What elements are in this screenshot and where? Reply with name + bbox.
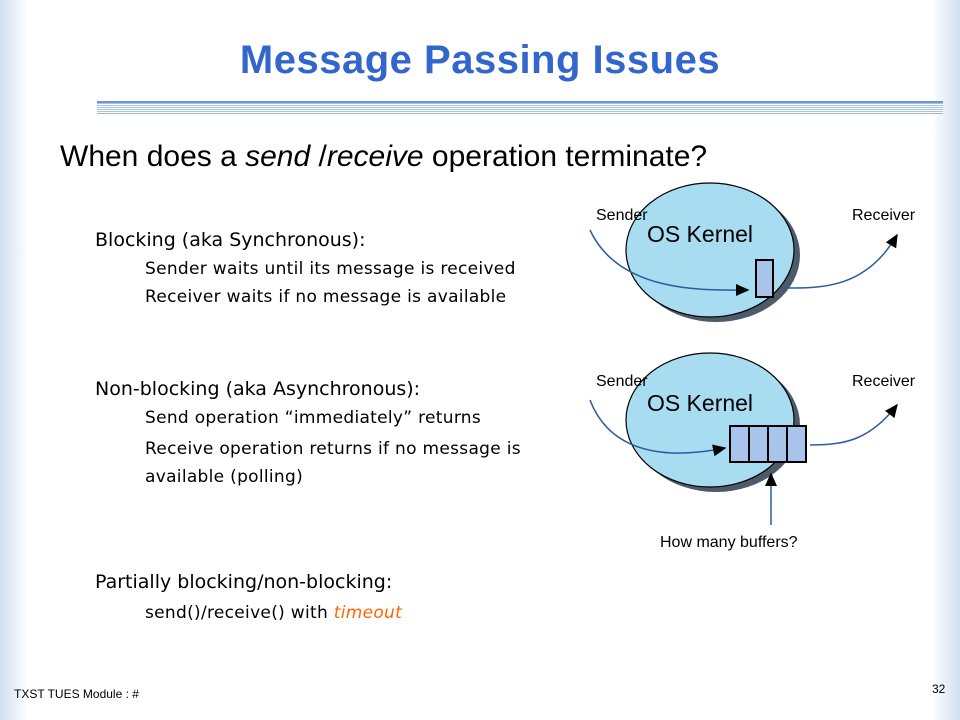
receiver-label: Receiver	[852, 373, 916, 390]
receiver-arrow	[809, 403, 898, 446]
footer-text: TXST TUES Module : #	[14, 687, 139, 701]
timeout-text: timeout	[333, 603, 403, 623]
buffers-question: How many buffers?	[660, 534, 798, 551]
slide-title: Message Passing Issues	[239, 38, 721, 82]
sender-arrow	[589, 399, 727, 457]
kernel-ellipse	[625, 352, 795, 488]
question-text: When does a send /receive operation term…	[60, 140, 707, 174]
title-underline	[97, 101, 943, 114]
diagram-nonblocking: OS Kernel Sender Receiver How many buffe…	[589, 352, 916, 551]
nonblocking-item-2: Receive operation returns if no message …	[145, 439, 521, 459]
sender-label: Sender	[596, 373, 648, 390]
blocking-heading: Blocking (aka Synchronous):	[95, 229, 366, 251]
buffer-queue	[729, 425, 807, 463]
partial-item: send()/receive() with timeout	[145, 603, 402, 623]
message-slot	[755, 259, 774, 298]
kernel-label: OS Kernel	[647, 390, 753, 416]
partial-heading: Partially blocking/non-blocking:	[95, 571, 393, 593]
receiver-label: Receiver	[852, 207, 916, 224]
nonblocking-item-3: available (polling)	[145, 467, 304, 487]
blocking-item-1: Sender waits until its message is receiv…	[145, 259, 516, 279]
diagram-blocking: OS Kernel Sender Receiver	[589, 182, 916, 322]
partial-item-text: send()/receive() with	[145, 603, 334, 623]
blocking-item-2: Receiver waits if no message is availabl…	[145, 287, 507, 307]
kernel-ellipse	[625, 182, 795, 318]
question-part2: operation terminate?	[423, 140, 708, 173]
kernel-label: OS Kernel	[647, 221, 753, 247]
kernel-diagrams: OS Kernel Sender Receiver OS Kernel Send…	[589, 182, 916, 551]
question-receive: receive	[326, 140, 424, 173]
question-send: send	[245, 140, 311, 173]
receiver-arrow	[781, 233, 898, 289]
question-part1: When does a	[60, 140, 246, 173]
sender-arrow	[589, 229, 750, 297]
question-slash: /	[310, 140, 327, 173]
sender-label: Sender	[596, 207, 648, 224]
page-number: 32	[932, 682, 946, 696]
nonblocking-item-1: Send operation “immediately” returns	[145, 408, 482, 428]
nonblocking-heading: Non-blocking (aka Asynchronous):	[95, 378, 421, 400]
